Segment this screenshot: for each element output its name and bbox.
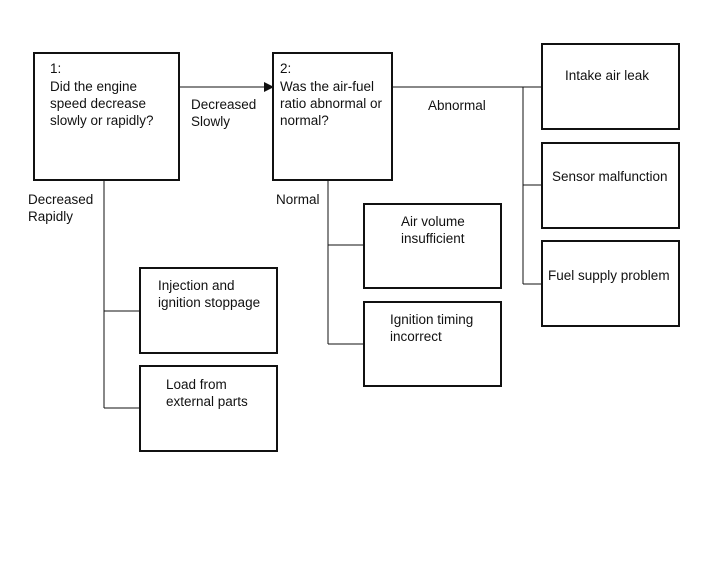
intake-air-leak-label: Intake air leak [565, 68, 650, 83]
edge-label-abnormal: Abnormal [428, 98, 486, 113]
edge-label-decreased-slowly: Decreased Slowly [191, 97, 257, 129]
injection-ignition-stoppage-label: Injection and ignition stoppage [158, 278, 261, 310]
fuel-supply-problem-label: Fuel supply problem [548, 268, 670, 283]
question-1-box [33, 52, 180, 181]
air-volume-insufficient-box [363, 203, 502, 289]
edge-label-decreased-rapidly: Decreased Rapidly [28, 192, 94, 224]
ignition-timing-incorrect-box [363, 301, 502, 387]
air-volume-insufficient-label: Air volume insufficient [401, 214, 465, 246]
load-external-parts-label: Load from external parts [166, 377, 248, 409]
injection-ignition-stoppage-box [139, 267, 278, 354]
sensor-malfunction-label: Sensor malfunction [552, 169, 668, 184]
load-external-parts-box [139, 365, 278, 452]
edge-label-normal: Normal [276, 192, 320, 207]
fuel-supply-problem-box [541, 240, 680, 327]
ignition-timing-incorrect-label: Ignition timing incorrect [390, 312, 474, 344]
arrowhead-to-q2 [264, 82, 274, 92]
question-2-text: Was the air-fuel ratio abnormal or norma… [280, 79, 383, 128]
question-1-text: Did the engine speed decrease slowly or … [50, 79, 154, 128]
question-1-number: 1: [50, 61, 62, 76]
sensor-malfunction-box [541, 142, 680, 229]
question-2-box [272, 52, 393, 181]
intake-air-leak-box [541, 43, 680, 130]
question-2-number: 2: [280, 61, 292, 76]
